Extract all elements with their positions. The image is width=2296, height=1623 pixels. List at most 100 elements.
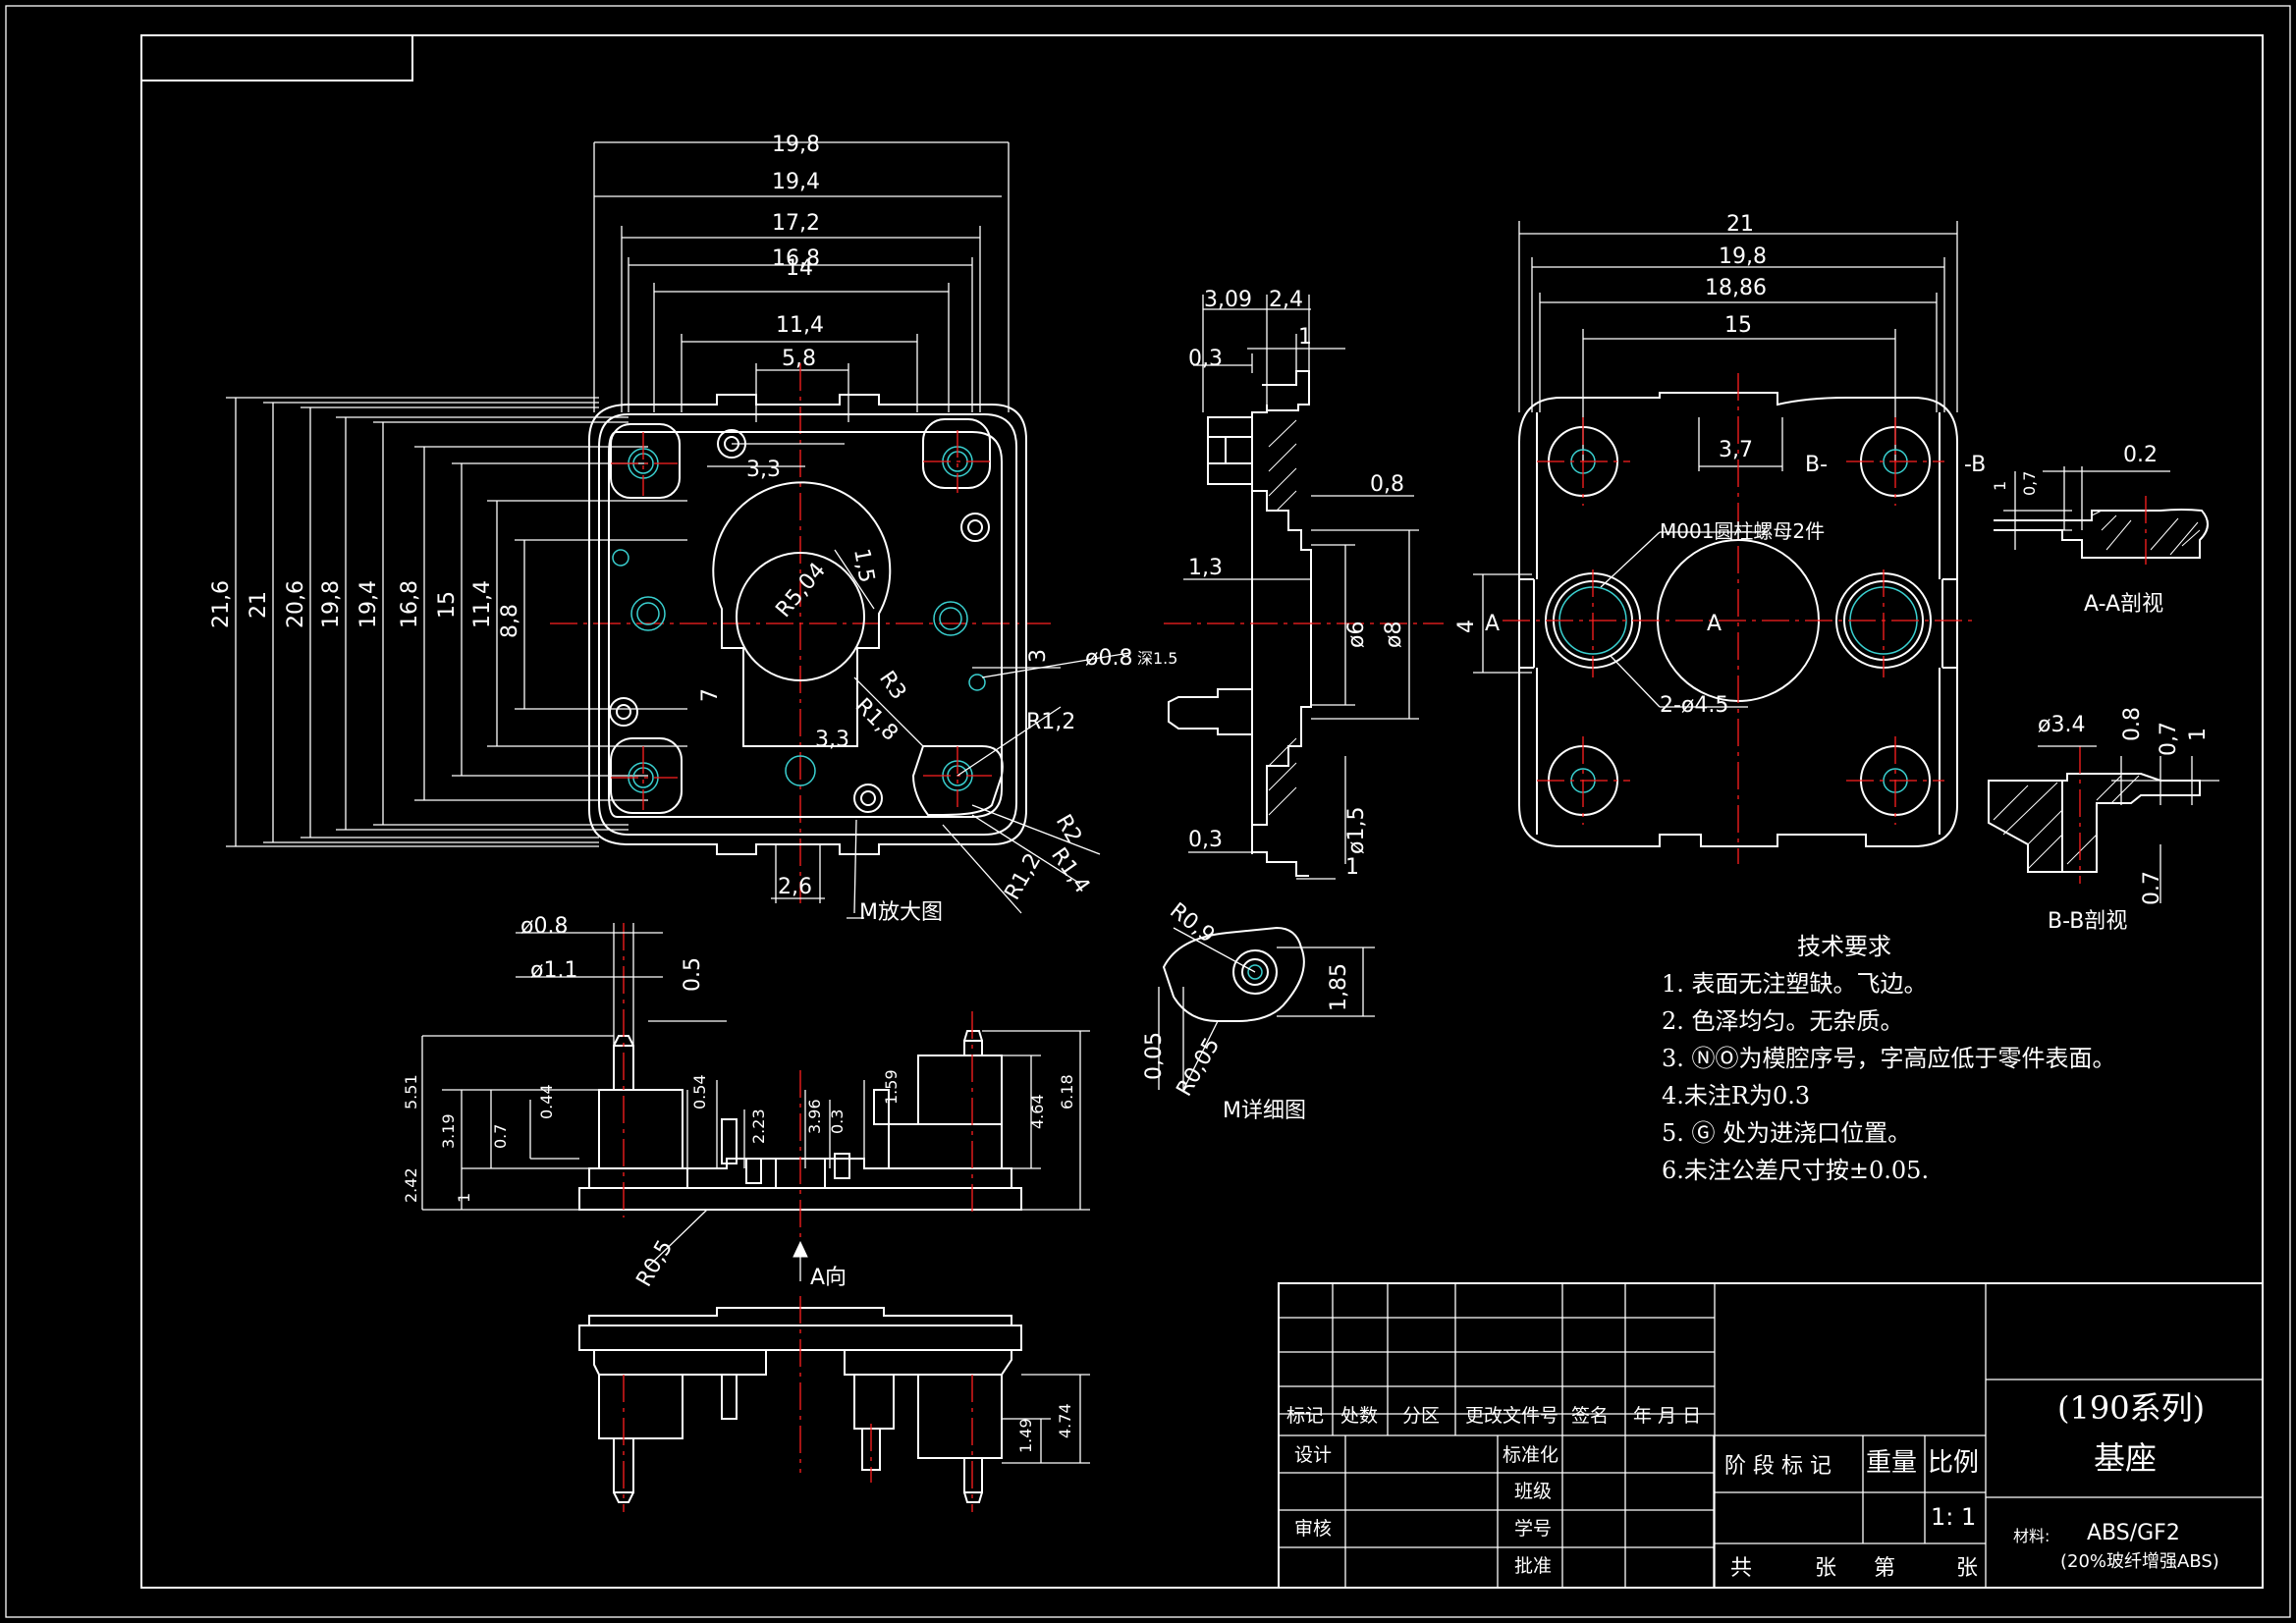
title-block: 标记 处数 分区 更改文件号 签名 年 月 日 设计 标准化 班级 审核 学号 … — [1278, 1282, 2264, 1589]
label-r1-4: R1,4 — [1046, 843, 1094, 898]
label-r1-2: R1,2 — [1026, 710, 1075, 734]
corner-code-box — [140, 34, 413, 81]
bv-dim-4-74: 4.74 — [1056, 1403, 1074, 1438]
aa-dim-1: 1 — [1991, 481, 2009, 491]
fv-dim-0-5: 0.5 — [681, 957, 705, 992]
right-view: 21 19,8 18,86 15 3,7 — [1454, 212, 1986, 864]
tb-header-count: 处数 — [1340, 1405, 1378, 1427]
fv-dim-d1-1: ø1.1 — [530, 958, 577, 983]
tb-material-label: 材料: — [2013, 1527, 2050, 1545]
tb-title-series: (190系列) — [2057, 1389, 2205, 1427]
side-dim-0-3b: 0,3 — [1188, 828, 1223, 852]
tb-row-review: 审核 — [1294, 1518, 1332, 1540]
tb-row-standard: 标准化 — [1503, 1444, 1558, 1466]
fv-dim-3-19: 3.19 — [439, 1113, 458, 1149]
tb-stage: 阶 段 标 记 — [1724, 1454, 1831, 1479]
tb-header-sign: 签名 — [1571, 1405, 1609, 1427]
inner-frame — [140, 34, 2264, 1589]
tb-material: ABS/GF2 — [2087, 1521, 2180, 1545]
rv-label-m001: M001圆柱螺母2件 — [1660, 519, 1825, 543]
side-dim-0-3: 0,3 — [1188, 347, 1223, 371]
fv-dim-4-64: 4.64 — [1028, 1094, 1047, 1129]
dim-20-6: 20,6 — [284, 580, 308, 628]
tb-header-change: 更改文件号 — [1465, 1405, 1558, 1427]
bb-label: B-B剖视 — [2048, 909, 2127, 934]
fv-dim-0-7: 0.7 — [491, 1124, 510, 1149]
dim-19-8-v: 19,8 — [319, 580, 344, 628]
side-dim-1: 1 — [1298, 325, 1312, 350]
tech-note-4: 4.未注R为0.3 — [1662, 1082, 1810, 1109]
rv-dim-21: 21 — [1726, 212, 1754, 237]
label-3: 3 — [1026, 649, 1051, 663]
rv-label-2-d4-5: 2-ø4.5 — [1660, 693, 1728, 718]
rv-label-4: 4 — [1454, 620, 1479, 633]
tb-weight: 重量 — [1866, 1448, 1917, 1478]
side-dim-1b: 1 — [1345, 855, 1359, 880]
tb-sheets-unit1: 张 — [1815, 1556, 1836, 1581]
fv-dim-0-44: 0.44 — [537, 1084, 556, 1119]
dim-21: 21 — [246, 591, 271, 619]
fv-dim-1-59: 1.59 — [882, 1069, 901, 1105]
dim-19-4-v: 19,4 — [356, 580, 381, 628]
label-r5-04: R5,04 — [771, 559, 830, 622]
label-2-6: 2,6 — [778, 875, 812, 899]
tb-sheets-total: 共 — [1730, 1556, 1752, 1581]
tech-note-5: 5. Ⓖ 处为进浇口位置。 — [1662, 1119, 1911, 1147]
dim-11-4-v: 11,4 — [470, 580, 495, 628]
tb-header-mark: 标记 — [1286, 1405, 1324, 1427]
bb-dim-0-7b: 0.7 — [2140, 871, 2164, 905]
m-dim-1-85: 1,85 — [1327, 963, 1351, 1011]
fv-dim-2-42: 2.42 — [402, 1167, 420, 1203]
dim-8-8-v: 8,8 — [498, 604, 522, 638]
side-dim-d6: ø6 — [1344, 622, 1369, 648]
aa-dim-0-7: 0,7 — [2020, 471, 2039, 496]
tech-notes-title: 技术要求 — [1797, 933, 1891, 960]
dim-16-8: 16,8 — [772, 246, 820, 271]
dim-19-8: 19,8 — [772, 133, 820, 157]
tb-row-approve: 批准 — [1514, 1555, 1552, 1577]
section-aa: 0.2 1 0,7 A-A剖视 — [1991, 443, 2209, 617]
fv-dim-0-3: 0.3 — [828, 1109, 847, 1134]
tb-row-design: 设计 — [1294, 1444, 1332, 1466]
dim-14: 14 — [786, 256, 813, 281]
side-dim-1-3: 1,3 — [1188, 556, 1223, 580]
fv-dim-d0-8: ø0.8 — [520, 914, 568, 939]
side-dim-d8: ø8 — [1382, 622, 1406, 648]
top-view: 19,8 19,4 17,2 16,8 14 11,4 5,8 — [209, 133, 1177, 925]
tech-note-6: 6.未注公差尺寸按±0.05. — [1662, 1157, 1929, 1184]
tb-sheets-unit2: 张 — [1956, 1556, 1978, 1581]
m-detail-view: R0,9 1,85 0,05 R0,05 M详细图 — [1142, 898, 1375, 1123]
bb-dim-d3-4: ø3.4 — [2038, 713, 2085, 737]
rv-label-b-left: B- — [1805, 453, 1828, 477]
tech-note-1: 1. 表面无注塑缺。飞边。 — [1662, 970, 1928, 998]
view-arrow-icon — [793, 1240, 808, 1258]
bb-dim-1: 1 — [2186, 728, 2211, 741]
rv-dim-15: 15 — [1724, 313, 1752, 338]
fv-dim-5-51: 5.51 — [402, 1074, 420, 1109]
aa-dim-0-2: 0.2 — [2123, 443, 2158, 467]
side-dim-2-4: 2,4 — [1269, 288, 1303, 312]
tb-header-zone: 分区 — [1402, 1405, 1440, 1427]
rv-label-a-left: A — [1485, 612, 1500, 636]
tb-sheets-nth: 第 — [1874, 1556, 1895, 1581]
fv-dim-2-23: 2.23 — [749, 1109, 768, 1144]
m-detail-label: M详细图 — [1223, 1099, 1306, 1123]
label-1-5: 1,5 — [848, 547, 879, 585]
side-dim-3-09: 3,09 — [1204, 288, 1252, 312]
dim-17-2: 17,2 — [772, 211, 820, 236]
tb-row-class: 班级 — [1514, 1481, 1552, 1502]
dim-11-4: 11,4 — [776, 313, 824, 338]
label-7: 7 — [698, 688, 723, 702]
rv-label-a-center: A — [1707, 612, 1722, 636]
rv-label-b-right: -B — [1964, 453, 1986, 477]
tb-title-part: 基座 — [2094, 1439, 2157, 1477]
bv-dim-1-49: 1.49 — [1016, 1418, 1035, 1453]
m-dim-0-05: 0,05 — [1142, 1032, 1167, 1080]
label-depth: 深1.5 — [1137, 649, 1177, 668]
label-d0-8: ø0.8 — [1085, 646, 1132, 671]
label-m-zoom: M放大图 — [859, 900, 943, 925]
fv-dim-0-54: 0.54 — [690, 1074, 709, 1109]
tb-header-date: 年 月 日 — [1633, 1405, 1701, 1427]
dim-16-8-v: 16,8 — [398, 580, 422, 628]
